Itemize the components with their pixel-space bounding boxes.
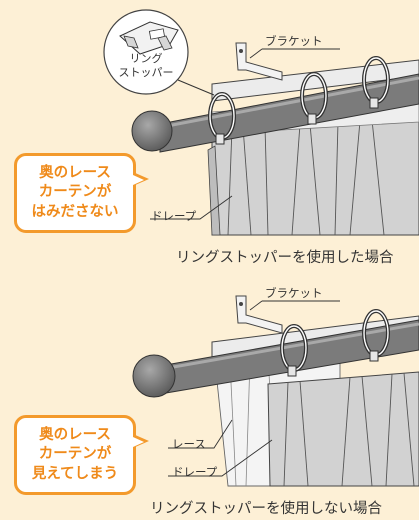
ring-stopper-magnifier <box>103 9 215 96</box>
bottom-drape-label: ドレープ <box>172 465 218 479</box>
bottom-bracket-label: ブラケット <box>265 286 323 300</box>
top-drape-label: ドレープ <box>151 209 197 223</box>
bottom-lace-label: レース <box>172 437 206 451</box>
callout-line: はみださない <box>31 203 119 220</box>
callout-lace-visible: 奥のレース カーテンが 見えてしまう <box>14 415 149 495</box>
callout-line: カーテンが <box>38 446 112 463</box>
callout-line: 奥のレース <box>39 164 111 181</box>
top-scene <box>103 9 419 236</box>
bottom-caption: リングストッパーを使用しない場合 <box>150 501 382 517</box>
bottom-bracket <box>235 295 283 334</box>
top-bracket-label: ブラケット <box>265 34 323 48</box>
stopper-label-line: ストッパー <box>118 65 174 79</box>
top-rod-finial <box>131 110 173 152</box>
top-caption: リングストッパーを使用した場合 <box>176 250 394 266</box>
callout-line: カーテンが <box>38 184 112 201</box>
top-bracket <box>235 42 283 81</box>
stopper-label-line: リング <box>129 52 163 65</box>
callout-line: 奥のレース <box>39 426 111 443</box>
callout-line: 見えてしまう <box>31 465 119 482</box>
ring-stopper-icon <box>119 21 179 55</box>
ring-stopper-label: リング ストッパー <box>103 52 189 80</box>
bottom-rod-finial <box>132 354 176 398</box>
bottom-scene <box>132 295 419 487</box>
callout-lace-hidden: 奥のレース カーテンが はみださない <box>14 153 149 233</box>
